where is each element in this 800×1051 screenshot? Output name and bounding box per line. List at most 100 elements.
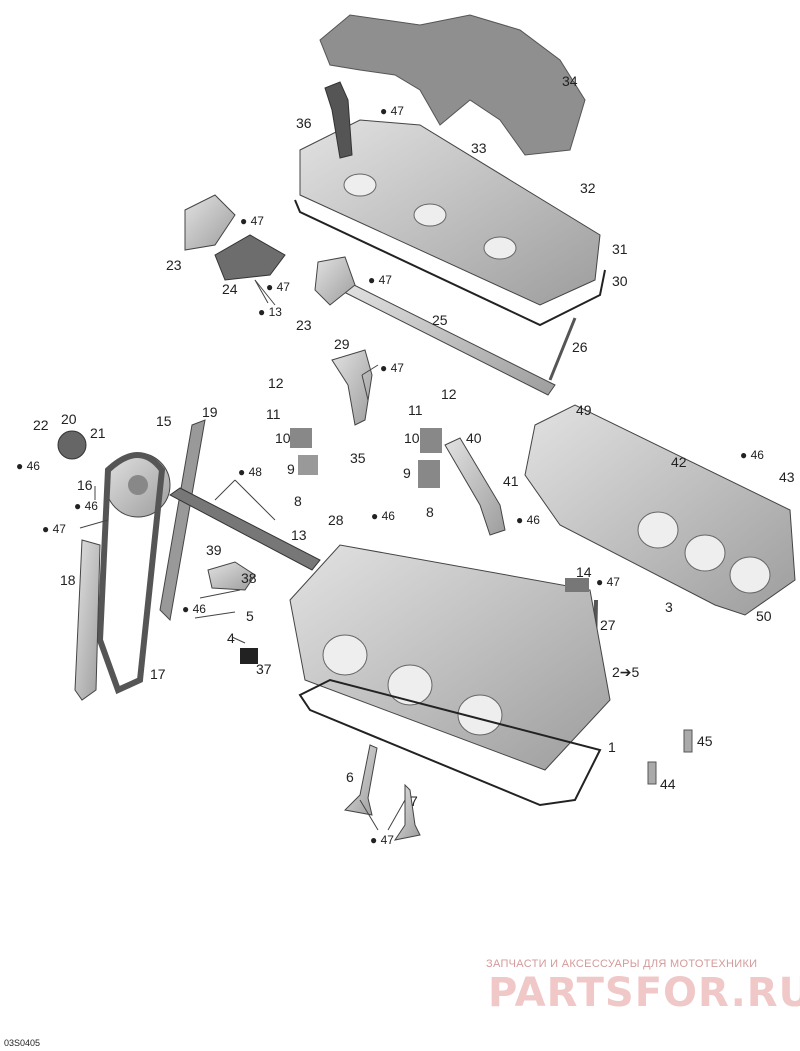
callout-6: 6 — [346, 769, 354, 785]
callout-1: 1 — [608, 739, 616, 755]
callout-16: 16 — [77, 477, 93, 493]
valve-part — [343, 744, 378, 816]
callout-24: 24 — [222, 281, 238, 297]
callout-47: ● 47 — [368, 273, 392, 287]
callout-8: 8 — [426, 504, 434, 520]
leader-lines — [79, 279, 406, 831]
callout-47: ● 47 — [42, 522, 66, 536]
callout-32: 32 — [580, 180, 596, 196]
callout-47: ● 47 — [370, 833, 394, 847]
callout-21: 21 — [90, 425, 106, 441]
valve-spring-part — [420, 428, 442, 453]
callout-44: 44 — [660, 776, 676, 792]
intake-manifold-part — [524, 404, 796, 616]
callout-10: 10 — [275, 430, 291, 446]
valve-spring-part — [298, 455, 318, 475]
callout-31: 31 — [612, 241, 628, 257]
callout-14: 14 — [576, 564, 592, 580]
callout-10: 10 — [404, 430, 420, 446]
spark-plug-tube-part — [331, 349, 373, 426]
callout-26: 26 — [572, 339, 588, 355]
chain-guide-part — [159, 419, 206, 622]
callout-7: 7 — [410, 793, 418, 809]
callout-28: 28 — [328, 512, 344, 528]
callout-49: 49 — [576, 402, 592, 418]
callout-40: 40 — [466, 430, 482, 446]
camshaft-part — [169, 487, 321, 571]
chain-tensioner-part — [57, 430, 87, 460]
rocker-shaft-part — [339, 282, 556, 396]
callout-9: 9 — [287, 461, 295, 477]
pin-part — [647, 761, 657, 785]
callout-37: 37 — [256, 661, 272, 677]
callout-46: ● 46 — [182, 602, 206, 616]
callout-38: 38 — [241, 570, 257, 586]
elbow-fitting-part — [207, 561, 256, 591]
callout-47: ● 47 — [240, 214, 264, 228]
callout-33: 33 — [471, 140, 487, 156]
callout-46: ● 46 — [371, 509, 395, 523]
callout-46: ● 46 — [740, 448, 764, 462]
callout-46: ● 46 — [516, 513, 540, 527]
head-gasket-part — [298, 678, 602, 807]
callout-46: ● 46 — [16, 459, 40, 473]
callout-36: 36 — [296, 115, 312, 131]
callout-5: 5 — [246, 608, 254, 624]
valve-cover-part — [299, 119, 601, 306]
callout-13: 13 — [291, 527, 307, 543]
callout-46: ● 46 — [74, 499, 98, 513]
rocker-arm-part — [184, 194, 236, 251]
rocker-arm-part — [314, 256, 356, 306]
callout-41: 41 — [503, 473, 519, 489]
callout-23: 23 — [166, 257, 182, 273]
watermark-logo: PARTSFOR.RU — [488, 970, 800, 1016]
callout-27: 27 — [600, 617, 616, 633]
callout-19: 19 — [202, 404, 218, 420]
callout-47: ● 47 — [380, 104, 404, 118]
cylinder-head-part — [289, 544, 611, 771]
callout-11: 11 — [408, 402, 423, 418]
callout-30: 30 — [612, 273, 628, 289]
valve-part — [393, 783, 421, 841]
callout-50: 50 — [756, 608, 772, 624]
callout-8: 8 — [294, 493, 302, 509]
callout-4: 4 — [227, 630, 235, 646]
callout-22: 22 — [33, 417, 49, 433]
callout-3: 3 — [665, 599, 673, 615]
callout-42: 42 — [671, 454, 687, 470]
callout-47: ● 47 — [266, 280, 290, 294]
watermark-tagline: ЗАПЧАСТИ И АКСЕССУАРЫ ДЛЯ МОТОТЕХНИКИ — [486, 958, 758, 970]
valve-cover-gasket-part — [294, 199, 606, 327]
callout-9: 9 — [403, 465, 411, 481]
callout-23: 23 — [296, 317, 312, 333]
bracket-part — [444, 437, 506, 536]
plate-part — [565, 578, 589, 592]
callout-39: 39 — [206, 542, 222, 558]
callout-35: 35 — [350, 450, 366, 466]
diagram-code: 03S0405 — [4, 1038, 41, 1048]
callout-29: 29 — [334, 336, 350, 352]
callout-2-to-5: 2➔5 — [612, 664, 640, 680]
pin-part — [683, 729, 693, 753]
callout-47: ● 13 — [258, 305, 282, 319]
callout-47: ● 47 — [596, 575, 620, 589]
chain-guide-part — [74, 539, 101, 701]
rocker-arm-part — [214, 234, 286, 281]
timing-chain-part — [96, 452, 166, 695]
callout-47: ● 47 — [380, 361, 404, 375]
callout-15: 15 — [156, 413, 172, 429]
callout-17: 17 — [150, 666, 166, 682]
callout-25: 25 — [432, 312, 448, 328]
callout-34: 34 — [562, 73, 578, 89]
callout-12: 12 — [268, 375, 284, 391]
callout-20: 20 — [61, 411, 77, 427]
breather-tube-part — [324, 81, 353, 159]
callout-43: 43 — [779, 469, 795, 485]
sensor-part — [240, 648, 258, 664]
heat-shield-part — [319, 14, 586, 156]
callout-12: 12 — [441, 386, 457, 402]
valve-spring-part — [290, 428, 312, 448]
callout-18: 18 — [60, 572, 76, 588]
callout-48: ● 48 — [238, 465, 262, 479]
